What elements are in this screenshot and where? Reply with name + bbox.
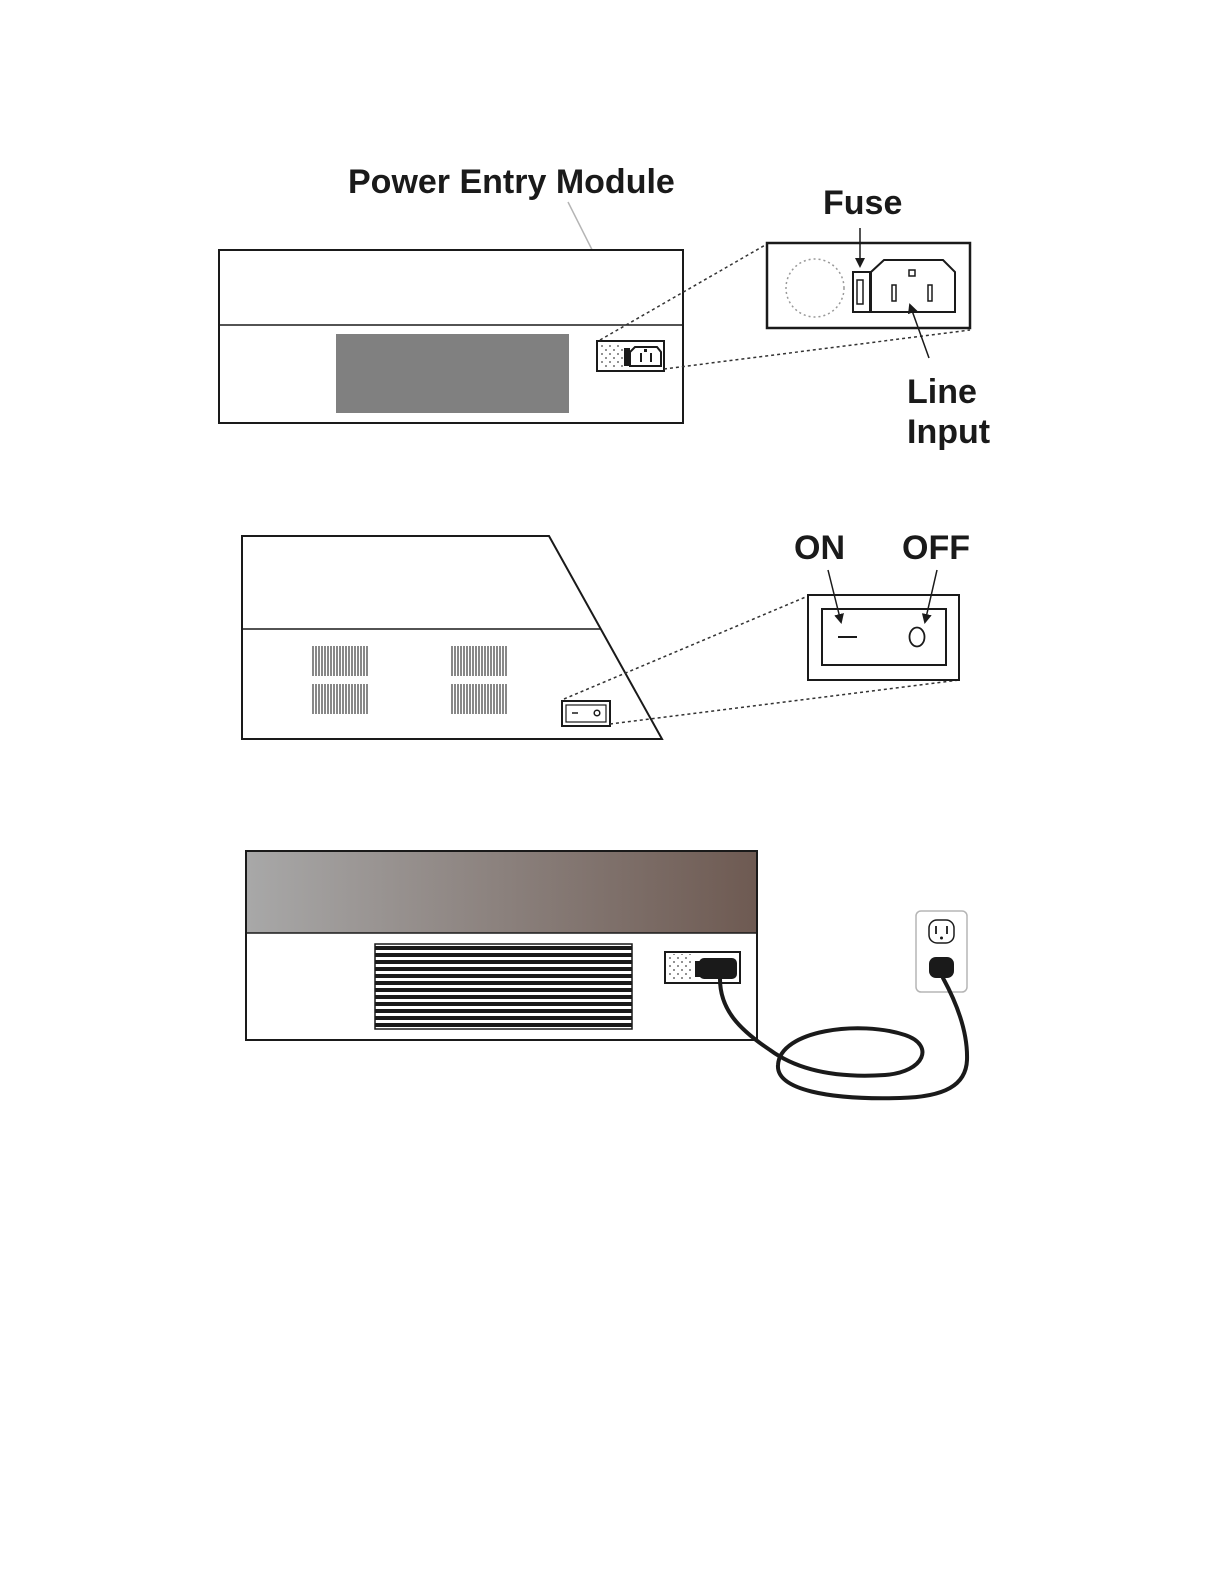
rear-panel-unit (219, 250, 683, 423)
top-gradient-panel (247, 852, 756, 933)
power-entry-module-plugged (665, 952, 740, 983)
figure-power-cord (246, 851, 967, 1098)
zoom-line-bottom (664, 330, 970, 369)
power-entry-module-label: Power Entry Module (348, 163, 675, 201)
figure-power-entry: Power Entry Module (219, 163, 990, 451)
power-entry-module (597, 341, 664, 371)
rear-label-panel (336, 334, 569, 413)
small-power-switch (562, 701, 610, 726)
wall-plug (929, 957, 954, 978)
fuse-holder (853, 272, 870, 312)
power-entry-detail (767, 243, 970, 328)
off-label: OFF (902, 529, 970, 567)
unit-with-cord (246, 851, 757, 1040)
zoom-line-bottom-2 (610, 680, 959, 724)
line-input-socket (871, 260, 955, 312)
fuse-label: Fuse (823, 184, 902, 222)
power-switch-detail (808, 595, 959, 680)
input-label: Input (907, 413, 990, 451)
vent-louvers (375, 944, 632, 1029)
line-label: Line (907, 373, 977, 411)
cord-plug (699, 958, 737, 979)
on-label: ON (794, 529, 845, 567)
figure-power-switch: ON OFF (242, 529, 970, 739)
wall-outlet (916, 911, 967, 992)
side-panel-unit (242, 536, 662, 739)
